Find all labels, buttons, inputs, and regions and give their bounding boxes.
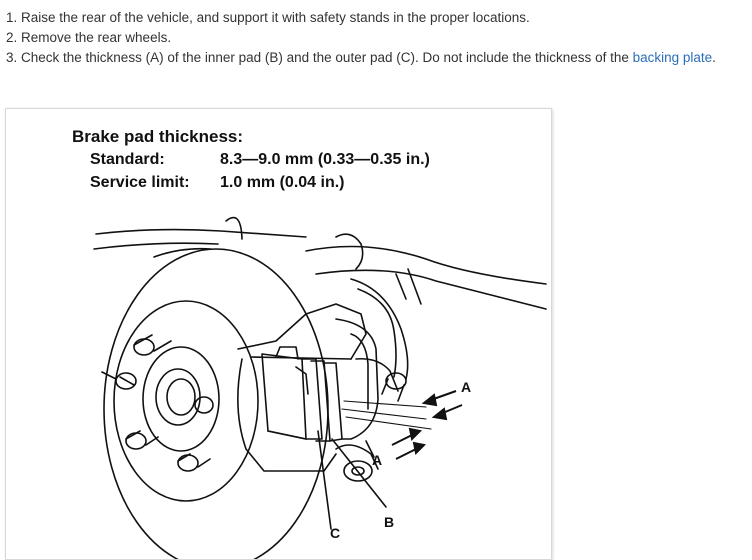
standard-value: 8.3—9.0 mm (0.33—0.35 in.) (220, 151, 430, 168)
step-3: 3. Check the thickness (A) of the inner … (6, 48, 716, 68)
step-2: 2. Remove the rear wheels. (6, 28, 716, 48)
callout-b: B (384, 514, 394, 530)
callout-c: C (330, 525, 340, 541)
callout-a-top: A (461, 379, 471, 395)
step-3-end: . (712, 50, 716, 65)
service-limit-label: Service limit: (90, 174, 190, 191)
service-limit-value: 1.0 mm (0.04 in.) (220, 174, 345, 191)
brake-pad-figure: A A B C Brake pad thickness: Standard: 8… (5, 108, 552, 560)
spec-title: Brake pad thickness: (72, 127, 244, 146)
step-1: 1. Raise the rear of the vehicle, and su… (6, 8, 716, 28)
callout-a-bottom: A (372, 452, 382, 468)
standard-label: Standard: (90, 151, 165, 168)
brake-assembly-drawing: A A B C (93, 216, 547, 559)
step-3-text: 3. Check the thickness (A) of the inner … (6, 50, 633, 65)
step-1-text: 1. Raise the rear of the vehicle, and su… (6, 10, 530, 25)
backing-plate-link[interactable]: backing plate (632, 50, 713, 65)
step-2-text: 2. Remove the rear wheels. (6, 30, 172, 45)
instruction-steps: 1. Raise the rear of the vehicle, and su… (6, 8, 716, 68)
